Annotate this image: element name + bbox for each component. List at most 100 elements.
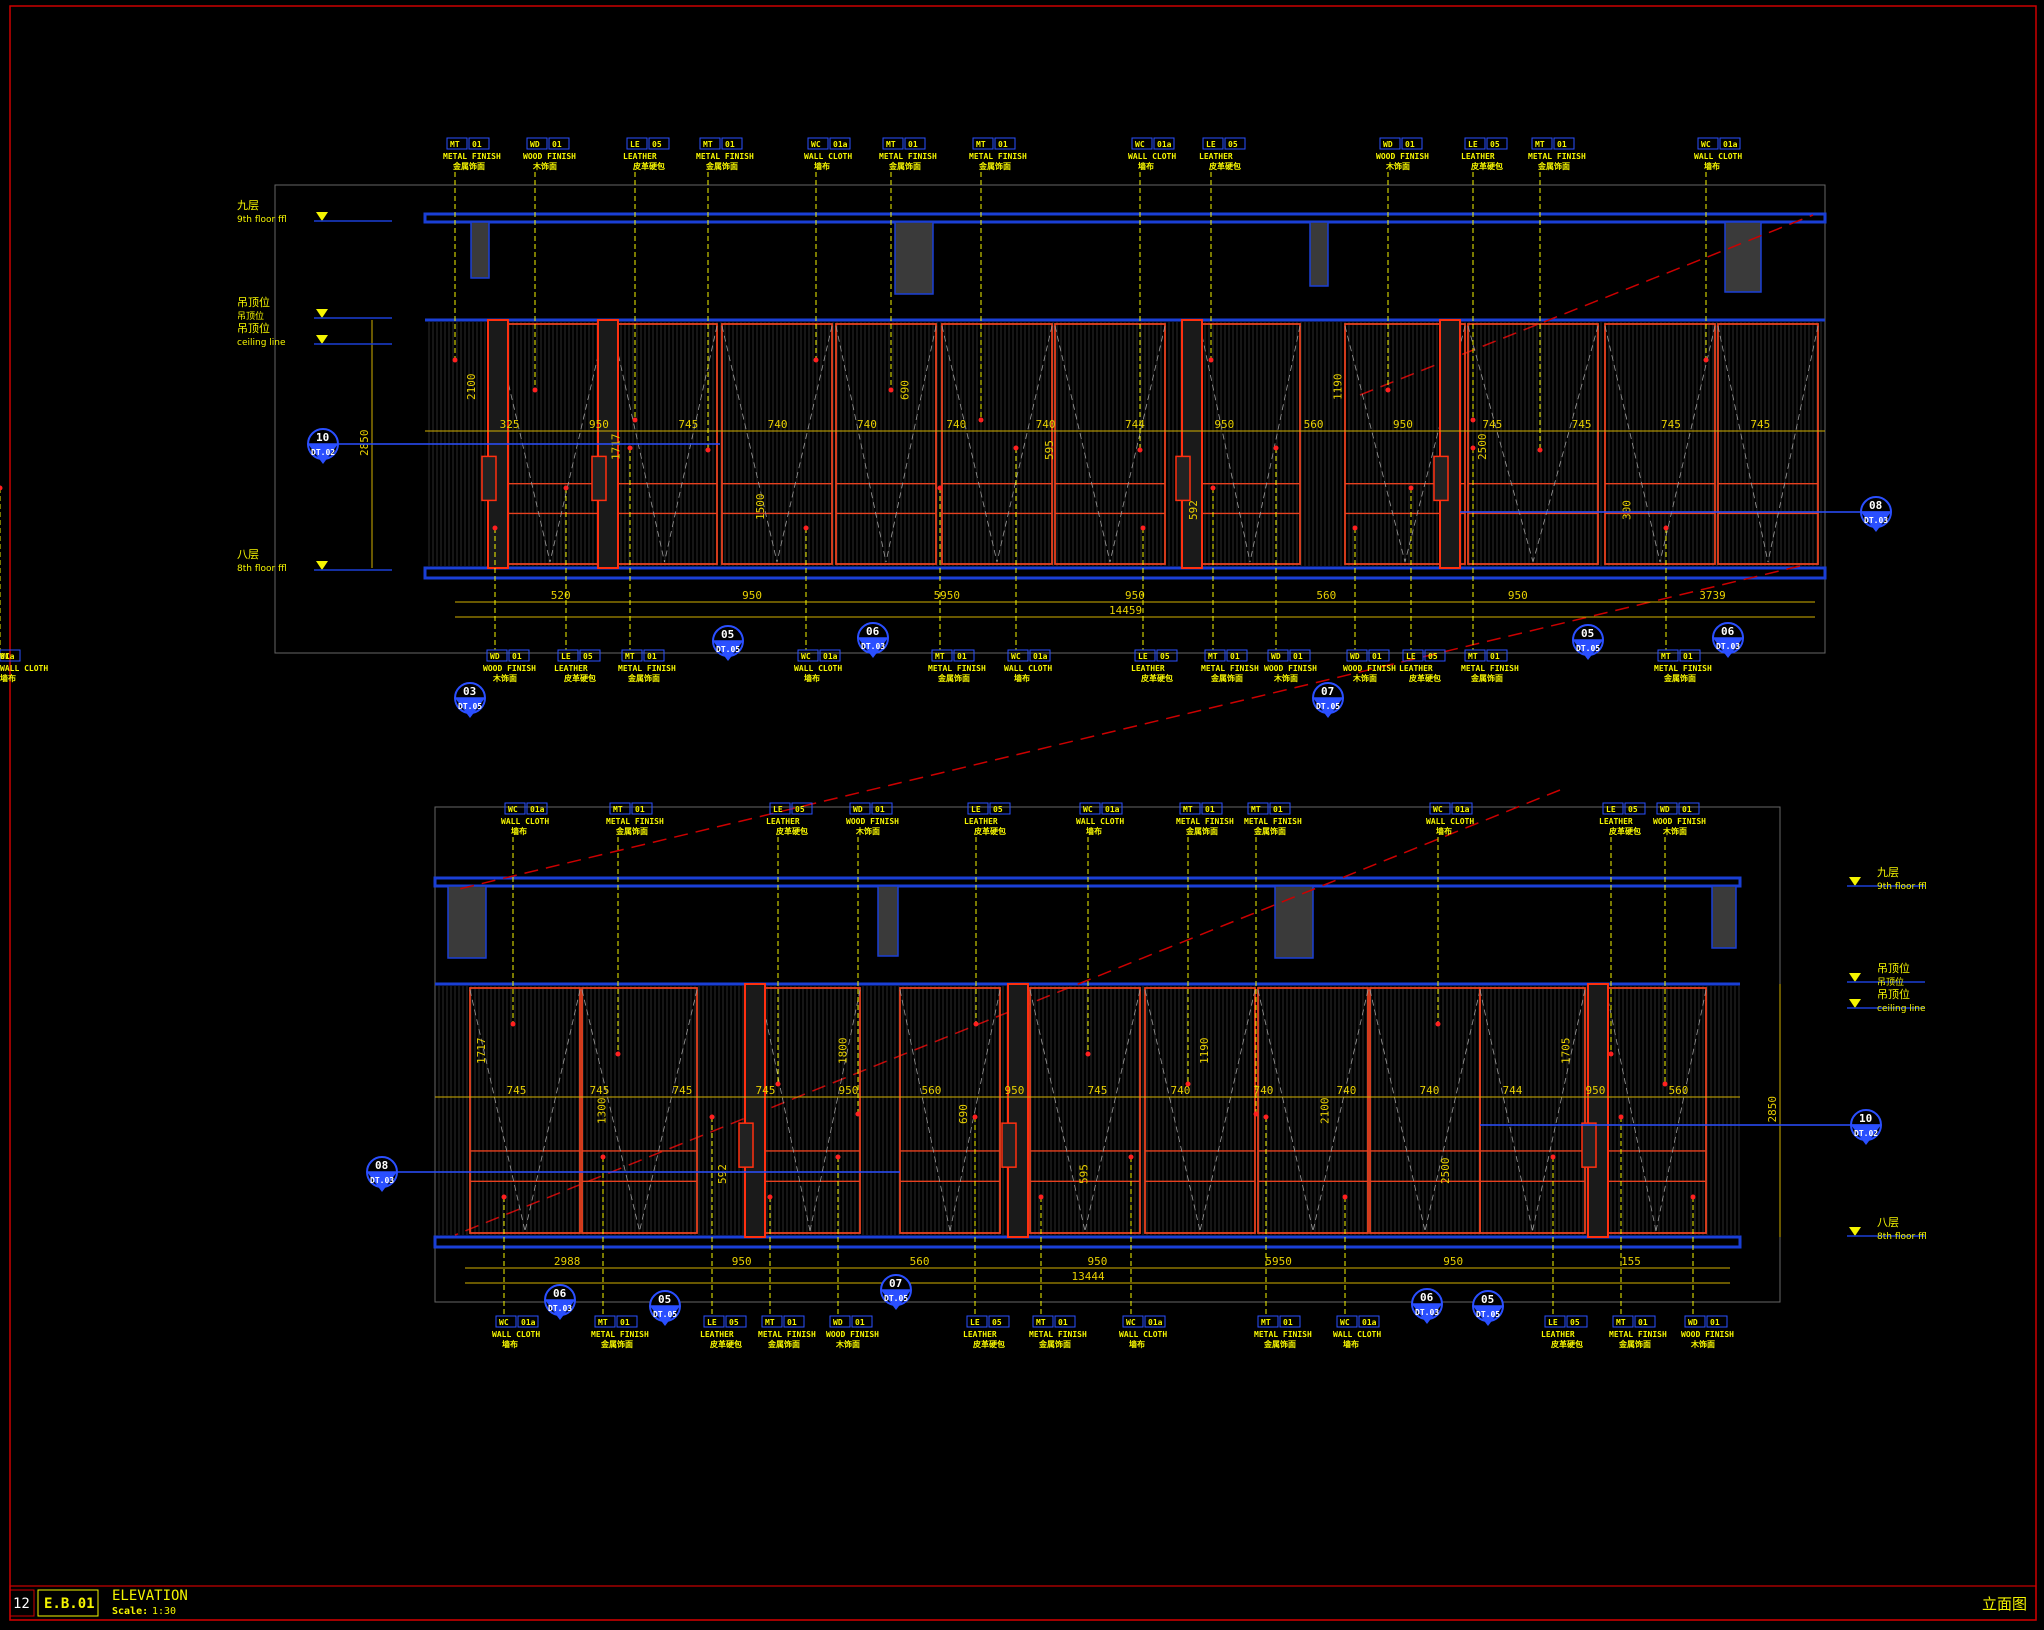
- tag-material-name-cn: 金属饰面: [888, 161, 921, 171]
- tag-number: 01: [1205, 805, 1215, 814]
- tag-material-name: METAL FINISH: [1461, 664, 1519, 673]
- tag-material-name-cn: 墙布: [804, 673, 820, 683]
- tag-number: 05: [729, 1318, 739, 1327]
- elevation_top-wall-panel: [1054, 323, 1166, 565]
- elevation_bottom-dimension: 560: [1669, 1084, 1689, 1097]
- elevation_bottom-dimension: 740: [1254, 1084, 1274, 1097]
- elevation_top-beam: [1724, 221, 1762, 293]
- tag-number-box: [1624, 802, 1646, 815]
- tag-material-name-cn: 皮革硬包: [1608, 826, 1641, 836]
- tag-number: 05: [1428, 652, 1438, 661]
- tag-number-box: [1486, 649, 1508, 662]
- tag-code: WC: [1135, 140, 1145, 149]
- leader-dot: [937, 485, 943, 491]
- tag-number: 01: [1372, 652, 1382, 661]
- tag-code-box: [621, 649, 643, 662]
- elevation_top-height-dimension: 1190: [1332, 374, 1345, 401]
- tag-number-box: [1424, 649, 1446, 662]
- elevation_top-door-swing: [1717, 325, 1769, 563]
- section-marker-number: 10: [1859, 1112, 1872, 1125]
- tag-code: MT: [703, 140, 713, 149]
- leader-dot: [1085, 1051, 1091, 1057]
- tag-material-name-cn: 墙布: [1436, 826, 1452, 836]
- tag-code: MT: [1535, 140, 1545, 149]
- elevation_bottom-door-swing: [639, 989, 698, 1232]
- tag-code: LE: [970, 1318, 980, 1327]
- level-label-cn: 吊顶位: [237, 321, 270, 335]
- tag-code: MT: [976, 140, 986, 149]
- tag-code-box: [829, 1315, 851, 1328]
- leader-dot: [627, 445, 633, 451]
- tag-material-name: METAL FINISH: [606, 817, 664, 826]
- tag-number: 01a: [1455, 805, 1470, 814]
- tag-material-name-cn: 金属饰面: [1263, 1339, 1296, 1349]
- tag-code-box: [1336, 1315, 1358, 1328]
- section-marker-number: 05: [1581, 627, 1594, 640]
- tag-material-name-cn: 木饰面: [1352, 673, 1377, 683]
- tag-code: LE: [1606, 805, 1616, 814]
- tag-code: WD: [833, 1318, 843, 1327]
- elevation_bottom-wall-panel: [899, 987, 1001, 1234]
- tag-code: LE: [630, 140, 640, 149]
- tag-number-box: [643, 649, 665, 662]
- tag-code: MT: [765, 1318, 775, 1327]
- tag-number-box: [819, 649, 841, 662]
- tag-number: 01a: [521, 1318, 536, 1327]
- elevation_top-dimension: 745: [678, 418, 698, 431]
- elevation_bottom-door-swing: [949, 989, 1001, 1232]
- section-marker-ref: DT.05: [653, 1310, 677, 1319]
- tag-material-name: LEATHER: [964, 817, 998, 826]
- elevation_bottom-wall-panel: [1257, 987, 1369, 1234]
- leader-dot: [972, 1114, 978, 1120]
- tag-code-box: [1544, 1315, 1566, 1328]
- tag-code: LE: [561, 652, 571, 661]
- elevation_top-door-swing: [996, 325, 1053, 563]
- section-marker-ref: DT.02: [1854, 1129, 1878, 1138]
- tag-number: 01: [1058, 1318, 1068, 1327]
- tag-number-box: [1289, 649, 1311, 662]
- tag-material-name: WOOD FINISH: [826, 1330, 879, 1339]
- elevation_top-height-dimension: 595: [1043, 440, 1056, 460]
- leader-dot: [1140, 525, 1146, 531]
- tag-number: 01a: [1105, 805, 1120, 814]
- elevation_bottom-dimension: 745: [673, 1084, 693, 1097]
- tag-number: 01: [855, 1318, 865, 1327]
- tag-code-box: [1257, 1315, 1279, 1328]
- elevation_bottom-door-swing: [1369, 989, 1426, 1232]
- tag-number: 01a: [0, 652, 15, 661]
- level-label-en: 9th floor ffl: [237, 215, 287, 225]
- tag-number: 01: [1230, 652, 1240, 661]
- sheet-title: ELEVATION: [112, 1588, 188, 1604]
- elevation_top-height-dimension: 592: [1187, 500, 1200, 520]
- elevation_top-dimension: 745: [1572, 418, 1592, 431]
- leader-dot: [1385, 387, 1391, 393]
- tag-code-box: [882, 137, 904, 150]
- section-marker-arrow: [1851, 1125, 1881, 1145]
- elevation_top-pilaster: [1181, 319, 1203, 569]
- tag-code: WD: [1688, 1318, 1698, 1327]
- elevation_top-door-swing: [1467, 325, 1534, 563]
- tag-code-box: [849, 802, 871, 815]
- tag-material-name-cn: 皮革硬包: [973, 826, 1006, 836]
- tag-material-name-cn: 金属饰面: [937, 673, 970, 683]
- elevation_top-wall-panel: [1344, 323, 1466, 565]
- tag-material-name: WALL CLOTH: [0, 664, 48, 673]
- elevation_bottom-door-handle: [738, 1122, 754, 1168]
- tag-code-box: [446, 137, 468, 150]
- tag-number-box: [579, 649, 601, 662]
- section-marker-arrow: [1713, 638, 1743, 658]
- scale-value: 1:30: [152, 1606, 176, 1617]
- tag-number-box: [994, 137, 1016, 150]
